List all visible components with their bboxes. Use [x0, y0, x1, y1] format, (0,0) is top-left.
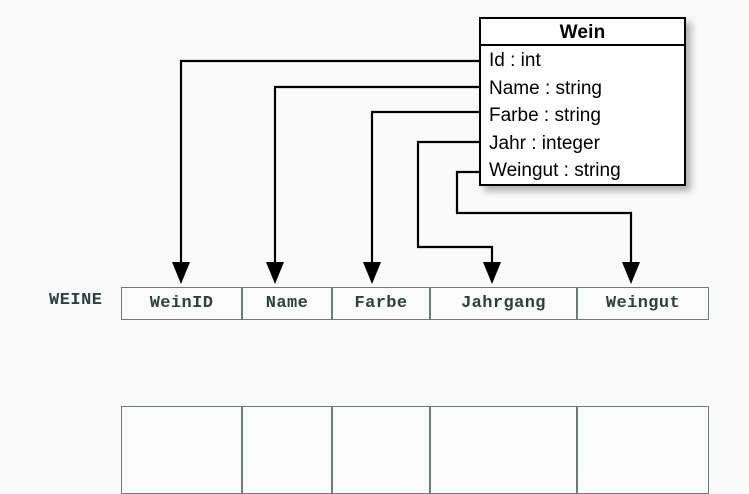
- table-cell-farbe[interactable]: [332, 406, 430, 494]
- table-row[interactable]: [121, 406, 709, 494]
- uml-attribute-weingut[interactable]: Weingut : string: [489, 160, 621, 182]
- uml-attribute-id[interactable]: Id : int: [489, 50, 541, 71]
- relational-table-label: WEINE: [49, 291, 103, 310]
- table-cell-weingut[interactable]: [577, 406, 709, 494]
- connector-name-to-name: [266, 85, 479, 284]
- table-spacer-row: [121, 320, 709, 406]
- table-column-header-farbe[interactable]: Farbe: [332, 287, 430, 320]
- connector-farbe-to-farbe: [363, 110, 479, 284]
- table-cell-weinid[interactable]: [121, 406, 242, 494]
- table-column-header-name[interactable]: Name: [242, 287, 332, 320]
- connector-weingut-to-weingut: [455, 170, 640, 284]
- table-column-header-weingut[interactable]: Weingut: [577, 287, 709, 320]
- table-header-row: WeinID Name Farbe Jahrgang Weingut: [121, 287, 709, 320]
- uml-class-name: Wein: [481, 19, 684, 46]
- diagram-canvas: Wein Id : int Name : string Farbe : stri…: [49, 17, 709, 494]
- uml-attribute-farbe[interactable]: Farbe : string: [489, 105, 601, 127]
- uml-attribute-name[interactable]: Name : string: [489, 77, 602, 99]
- relational-table: WeinID Name Farbe Jahrgang Weingut: [121, 287, 709, 494]
- uml-class-box[interactable]: Wein Id : int Name : string Farbe : stri…: [479, 17, 686, 186]
- table-spacer-cell: [121, 320, 709, 406]
- table-column-header-jahrgang[interactable]: Jahrgang: [430, 287, 577, 320]
- table-column-header-weinid[interactable]: WeinID: [121, 287, 242, 320]
- connector-id-to-weinid: [172, 59, 479, 284]
- uml-attribute-jahr[interactable]: Jahr : integer: [489, 132, 600, 154]
- table-cell-name[interactable]: [242, 406, 332, 494]
- uml-attribute-list: Id : int Name : string Farbe : string Ja…: [481, 46, 684, 185]
- table-cell-jahrgang[interactable]: [430, 406, 577, 494]
